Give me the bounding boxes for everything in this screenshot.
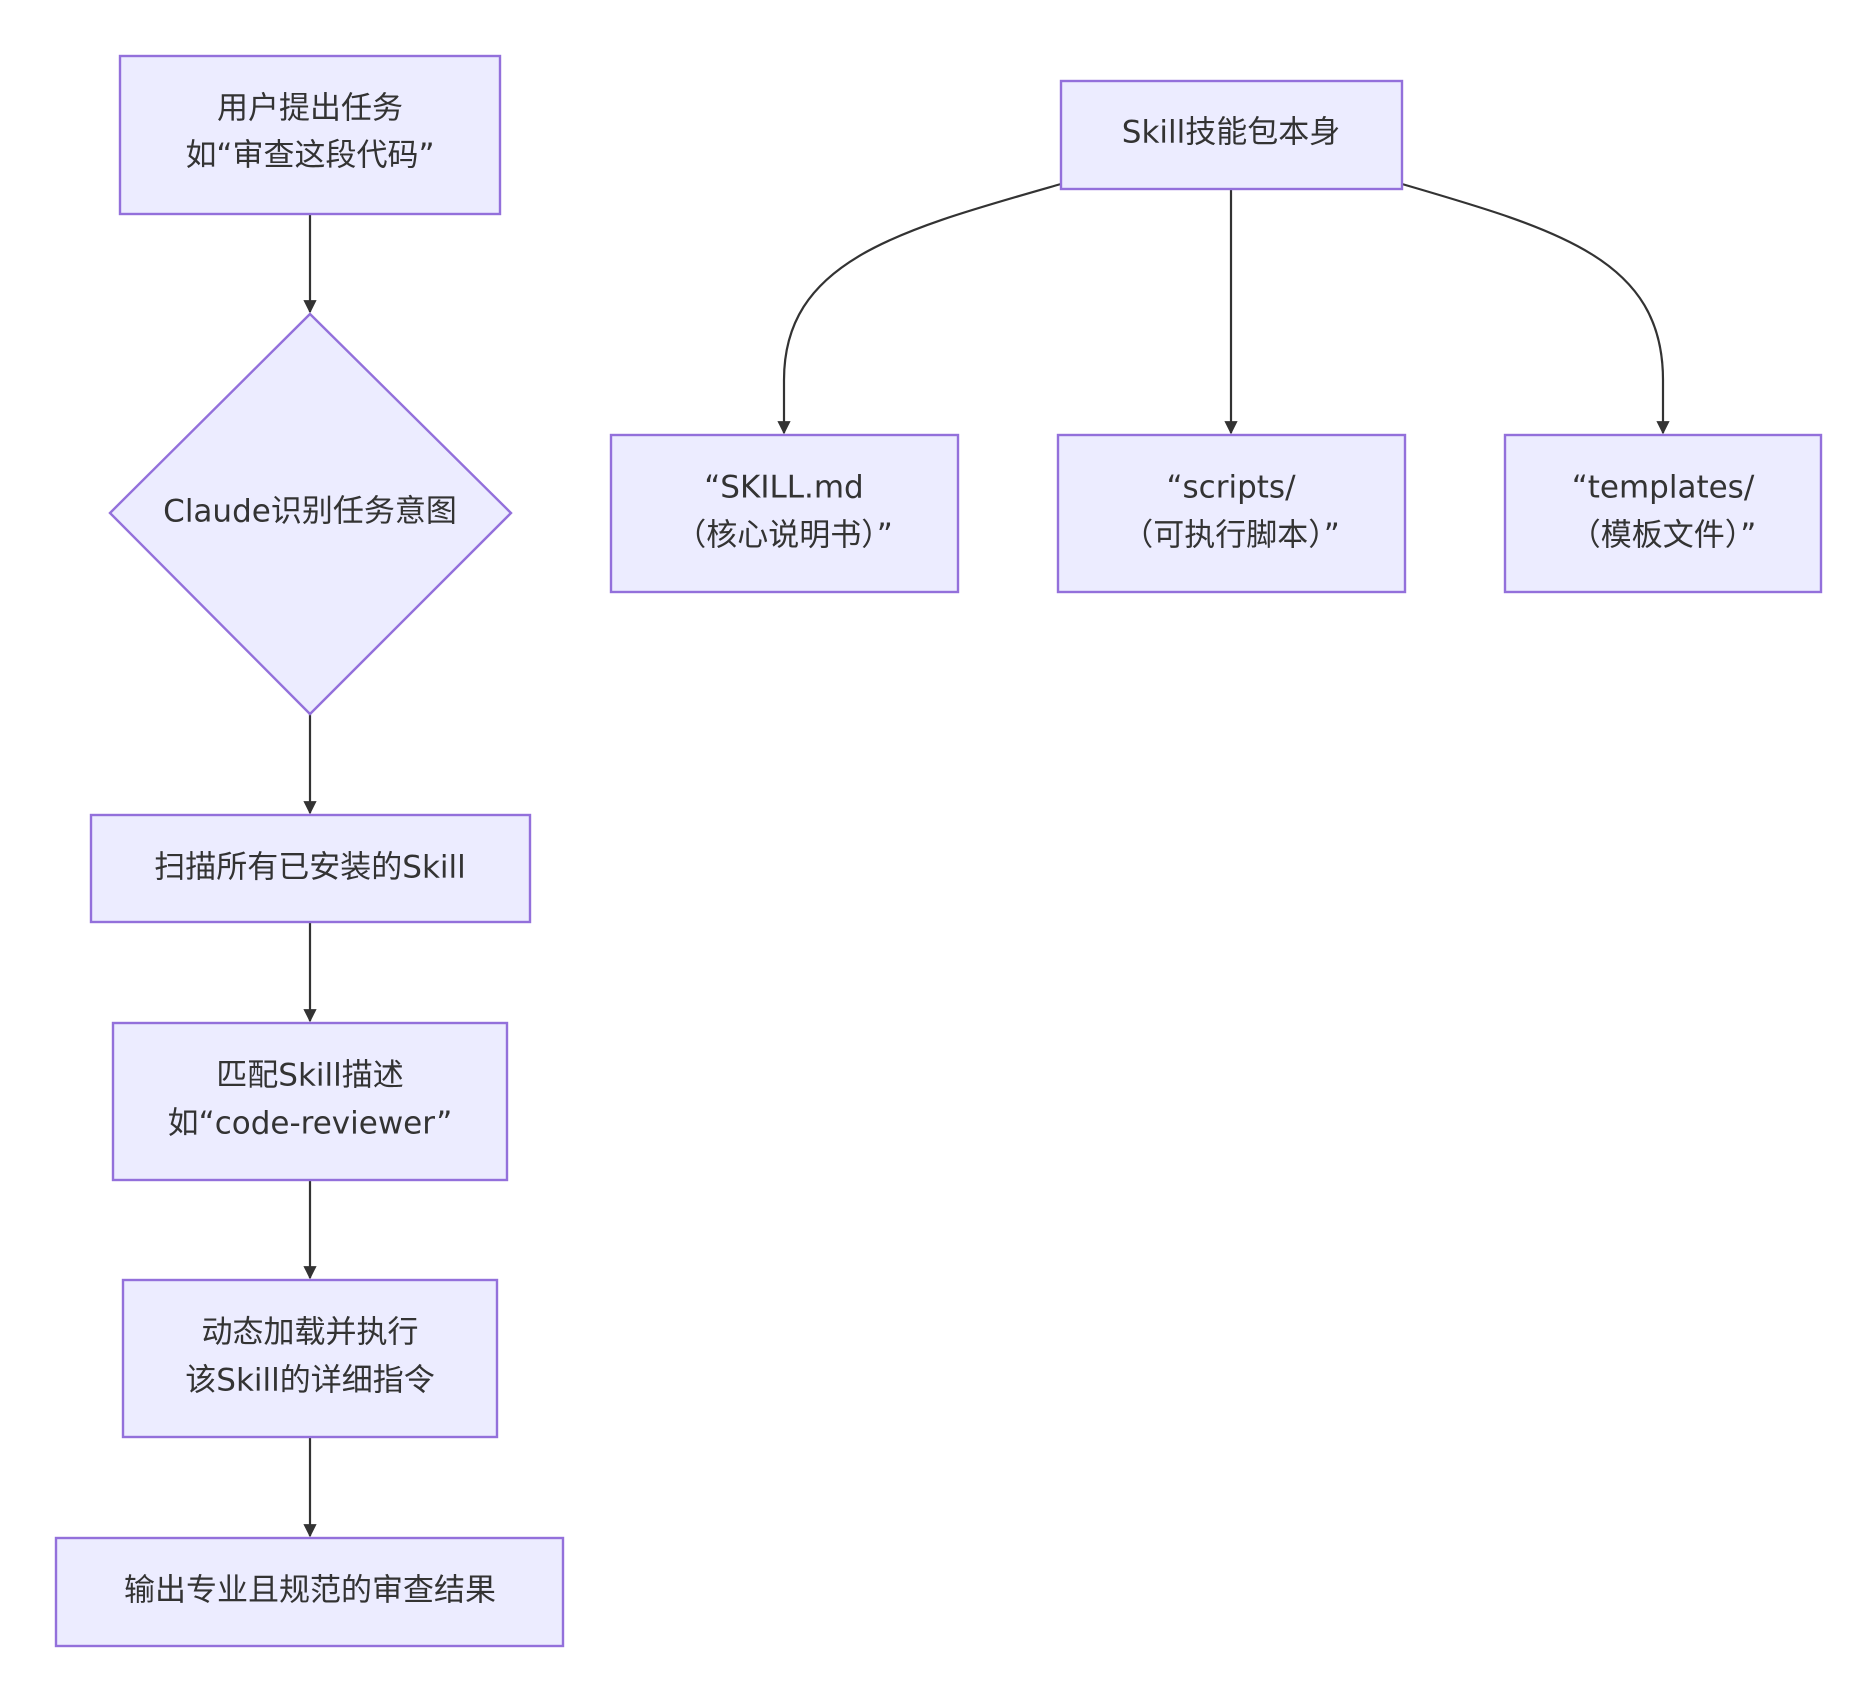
node-scan-skills: 扫描所有已安装的Skill (89, 813, 532, 924)
node-load-execute-line1: 动态加载并执行 (202, 1315, 419, 1351)
node-match-skill: 匹配Skill描述 如“code-reviewer” (111, 1021, 509, 1182)
node-user-task-line2: 如“审查这段代码” (185, 138, 434, 174)
node-load-execute: 动态加载并执行 该Skill的详细指令 (121, 1278, 499, 1439)
node-templates-line2: （模板文件）” (1570, 518, 1757, 554)
node-user-task: 用户提出任务 如“审查这段代码” (118, 54, 502, 216)
node-skill-md-line2: （核心说明书）” (675, 518, 893, 554)
node-skill-package-label: Skill技能包本身 (1122, 115, 1340, 151)
node-templates-line1: “templates/ (1572, 470, 1755, 506)
edge-root-to-skill-md (777, 182, 1062, 435)
node-output-result: 输出专业且规范的审查结果 (54, 1536, 565, 1648)
node-scripts: “scripts/ （可执行脚本）” (1056, 433, 1407, 594)
node-match-skill-line2: 如“code-reviewer” (168, 1106, 453, 1142)
edge-root-to-templates (1401, 182, 1670, 435)
node-skill-md-line1: “SKILL.md (704, 470, 863, 506)
node-templates: “templates/ （模板文件）” (1503, 433, 1823, 594)
node-match-skill-line1: 匹配Skill描述 (216, 1058, 403, 1094)
node-scripts-line1: “scripts/ (1166, 470, 1296, 506)
node-skill-package: Skill技能包本身 (1059, 79, 1404, 191)
node-scripts-line2: （可执行脚本）” (1122, 518, 1340, 554)
node-skill-md: “SKILL.md （核心说明书）” (609, 433, 960, 594)
node-output-result-label: 输出专业且规范的审查结果 (124, 1573, 496, 1609)
node-user-task-line1: 用户提出任务 (217, 91, 403, 127)
node-identify-intent: Claude识别任务意图 (108, 312, 513, 716)
node-identify-intent-label: Claude识别任务意图 (163, 494, 457, 530)
node-scan-skills-label: 扫描所有已安装的Skill (154, 850, 465, 886)
node-load-execute-line2: 该Skill的详细指令 (185, 1363, 434, 1399)
